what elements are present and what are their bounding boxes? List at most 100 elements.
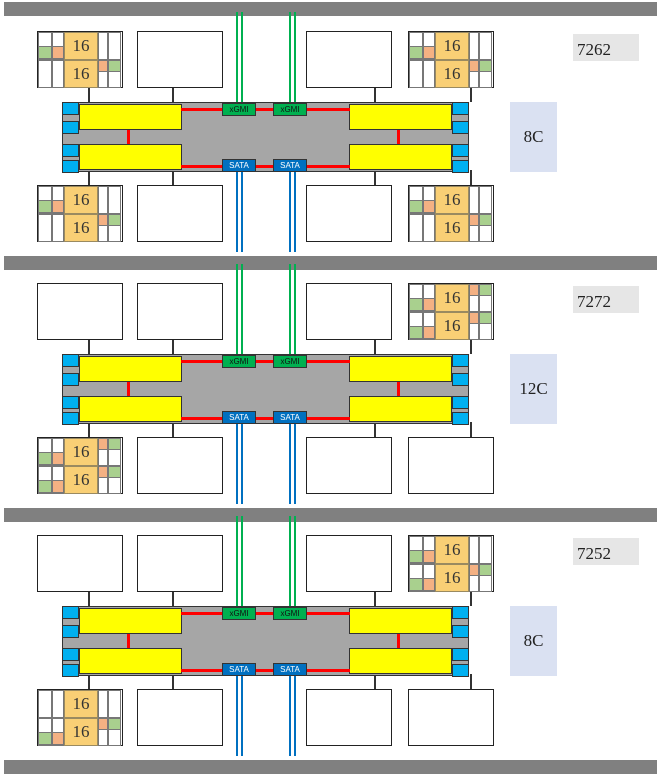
core-enabled [479, 564, 492, 576]
infinity-fabric-link [181, 669, 350, 672]
io-port [62, 160, 79, 173]
ccd-connector [470, 88, 472, 102]
xgmi-tag: xGMI [222, 607, 256, 620]
sata-link-line [241, 422, 243, 504]
core-slot [98, 32, 108, 60]
core-enabled [108, 60, 121, 72]
ccd-empty [306, 535, 392, 592]
sata-link-line [241, 674, 243, 756]
ccd-empty [137, 283, 223, 340]
ccx-block [79, 104, 182, 130]
io-port [452, 664, 469, 677]
core-enabled [409, 46, 423, 59]
io-port [62, 648, 79, 661]
l3-cache-16: 16 [64, 438, 98, 466]
l3-cache-16: 16 [435, 564, 469, 592]
core-slot [52, 690, 64, 718]
l3-cache-16: 16 [64, 60, 98, 88]
ccd-connector [172, 422, 174, 438]
l3-cache-16: 16 [435, 60, 469, 88]
core-slot [38, 214, 52, 242]
model-label: 7252 [573, 538, 639, 565]
infinity-fabric-link [127, 130, 130, 144]
core-partial [469, 214, 479, 226]
ccd-empty [37, 283, 123, 340]
core-slot [469, 186, 479, 214]
l3-cache-16: 16 [435, 284, 469, 312]
l3-cache-16: 16 [64, 718, 98, 746]
separator-bar [4, 760, 657, 774]
core-slot [38, 60, 52, 88]
infinity-fabric-link [181, 612, 350, 615]
ccd-connector [374, 340, 376, 354]
io-port [62, 412, 79, 425]
l3-cache-16: 16 [435, 536, 469, 564]
infinity-fabric-link [181, 108, 350, 111]
ccd-connector [374, 170, 376, 186]
core-slot [98, 186, 108, 214]
sata-link-line [294, 674, 296, 756]
core-partial [98, 438, 108, 450]
ccd-connector [172, 88, 174, 102]
core-slot [108, 186, 121, 214]
infinity-fabric-link [127, 382, 130, 396]
core-slot [52, 60, 64, 88]
xgmi-link-line [236, 516, 238, 606]
l3-cache-16: 16 [64, 186, 98, 214]
ccx-block [349, 144, 452, 170]
core-slot [469, 32, 479, 60]
io-port [452, 625, 469, 638]
core-partial [98, 466, 108, 478]
io-port [62, 144, 79, 157]
core-partial [52, 732, 64, 745]
core-partial [52, 480, 64, 493]
xgmi-link-line [236, 12, 238, 102]
l3-cache-16: 16 [64, 690, 98, 718]
core-slot [108, 32, 121, 60]
sata-tag: SATA [273, 159, 307, 172]
ccd-empty [408, 689, 494, 746]
ccd-empty [37, 535, 123, 592]
core-partial [98, 214, 108, 226]
io-port [452, 160, 469, 173]
ccx-block [349, 396, 452, 422]
ccd-connector [470, 422, 472, 438]
xgmi-tag: xGMI [222, 355, 256, 368]
core-slot [108, 690, 121, 718]
core-count-box: 12C [510, 354, 557, 424]
ccd-empty [306, 185, 392, 242]
core-slot [469, 536, 479, 564]
core-partial [469, 564, 479, 576]
ccx-block [79, 396, 182, 422]
io-port [62, 664, 79, 677]
model-label: 7272 [573, 286, 639, 313]
core-enabled [409, 578, 423, 591]
ccd-connector [172, 170, 174, 186]
core-slot [409, 60, 423, 88]
xgmi-link-line [294, 516, 296, 606]
ccd-connector [470, 592, 472, 606]
ccd-connector [470, 340, 472, 354]
xgmi-link-line [241, 264, 243, 354]
io-port [62, 396, 79, 409]
core-enabled [479, 60, 492, 72]
ccd-empty [137, 185, 223, 242]
core-enabled [409, 298, 423, 311]
separator-bar [4, 256, 657, 270]
sata-tag: SATA [273, 411, 307, 424]
core-enabled [479, 284, 492, 296]
xgmi-link-line [241, 12, 243, 102]
sata-link-line [289, 674, 291, 756]
ccx-block [349, 356, 452, 382]
core-slot [38, 690, 52, 718]
xgmi-tag: xGMI [222, 103, 256, 116]
sata-link-line [289, 422, 291, 504]
sata-link-line [289, 170, 291, 252]
core-partial [52, 452, 64, 465]
ccx-block [349, 648, 452, 674]
ccd-connector [470, 674, 472, 690]
